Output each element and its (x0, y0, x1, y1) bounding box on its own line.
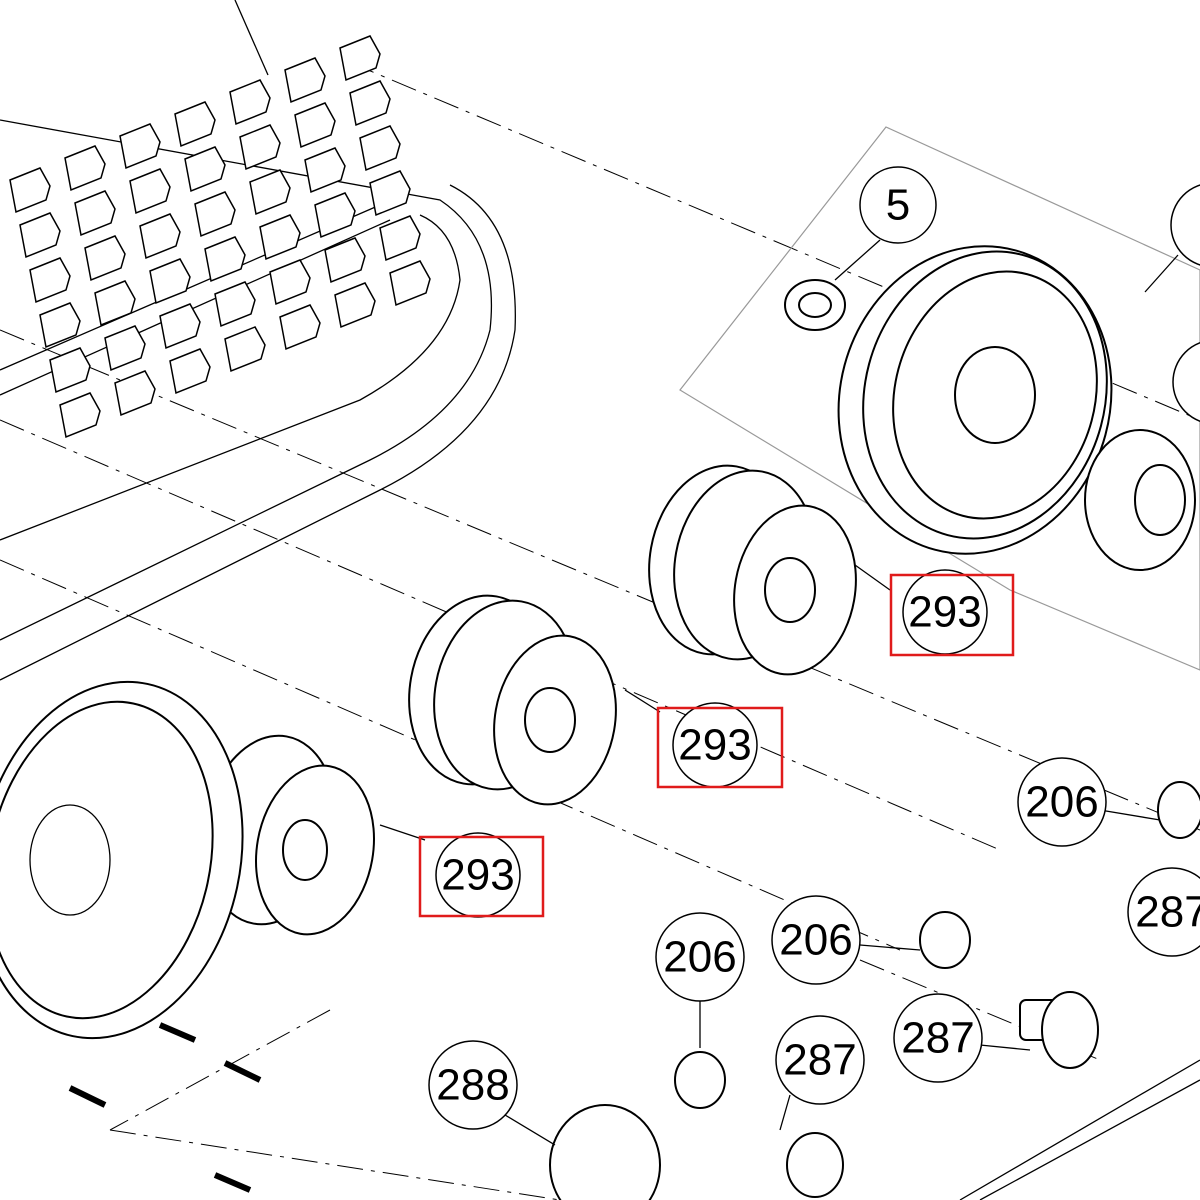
idler-wheel-1 (648, 464, 857, 676)
track-lug (104, 325, 146, 372)
callout-206-right: 206 (1017, 757, 1107, 847)
track-lug (204, 236, 246, 283)
drive-wheel (784, 245, 1196, 571)
track-lug (229, 79, 271, 126)
callout-293-bottom: 293 (435, 832, 521, 918)
callout-label: 293 (678, 721, 751, 770)
track-lug (119, 123, 161, 170)
track-lug (169, 348, 211, 395)
track-lug (284, 57, 326, 104)
callout-label: 206 (663, 933, 736, 982)
callout-287-edge: 287 (1127, 867, 1200, 957)
track-lug (129, 168, 171, 215)
callout-2: 2 (1170, 184, 1200, 266)
callout-label: 206 (1025, 778, 1098, 827)
track-lug (84, 235, 126, 282)
track-lug (149, 258, 191, 305)
callout-293-middle: 293 (672, 702, 758, 788)
track-lug (359, 125, 401, 172)
track-lug (339, 35, 381, 82)
highlight-box-293-middle (656, 706, 784, 789)
callout-label: 293 (441, 851, 514, 900)
track-lug (39, 302, 81, 349)
small-parts (68, 781, 1200, 1200)
rubber-track (0, 35, 516, 681)
callout-206-center: 206 (771, 895, 861, 985)
callout-label: 5 (886, 181, 910, 230)
track-lug (369, 170, 411, 217)
leader-lines (234, 0, 1179, 1146)
track-lug (314, 192, 356, 239)
callout-287-center: 287 (775, 1015, 865, 1105)
track-lug (349, 80, 391, 127)
track-lug (159, 303, 201, 350)
track-lug (269, 259, 311, 306)
track-lug (324, 237, 366, 284)
track-lug (259, 214, 301, 261)
callout-label: 287 (1135, 888, 1200, 937)
track-lug (174, 101, 216, 148)
callout-5: 5 (859, 166, 937, 244)
track-lug (19, 212, 61, 259)
track-lug (194, 191, 236, 238)
track-lug (279, 304, 321, 351)
track-lug (389, 260, 431, 307)
track-lug (114, 370, 156, 417)
track-lug (49, 347, 91, 394)
callout-label: 288 (436, 1061, 509, 1110)
callout-288: 288 (428, 1040, 518, 1130)
track-lug (59, 392, 101, 439)
track-lug (249, 169, 291, 216)
callout-293-top: 293 (902, 569, 988, 655)
track-lug (94, 280, 136, 327)
track-lug (64, 145, 106, 192)
highlight-box-293-bottom (418, 835, 545, 918)
track-lug (239, 124, 281, 171)
track-lug (214, 281, 256, 328)
track-lug (294, 102, 336, 149)
track-lug (29, 257, 71, 304)
large-sprocket-wheel (0, 680, 244, 1040)
callout-206-left: 206 (655, 912, 745, 1002)
highlight-box-293-top (889, 573, 1015, 657)
callout-287-right: 287 (893, 993, 983, 1083)
track-lug (139, 213, 181, 260)
track-lug (304, 147, 346, 194)
callout-label: 287 (783, 1036, 856, 1085)
callout-label: 206 (779, 916, 852, 965)
track-lug (379, 215, 421, 262)
callout-3: 3 (1172, 341, 1200, 423)
idler-wheel-2 (408, 594, 617, 806)
track-lug (224, 326, 266, 373)
callout-label: 293 (908, 588, 981, 637)
track-lug (334, 282, 376, 329)
track-lug (9, 167, 51, 214)
callout-label: 287 (901, 1014, 974, 1063)
track-lug (74, 190, 116, 237)
track-lug (184, 146, 226, 193)
